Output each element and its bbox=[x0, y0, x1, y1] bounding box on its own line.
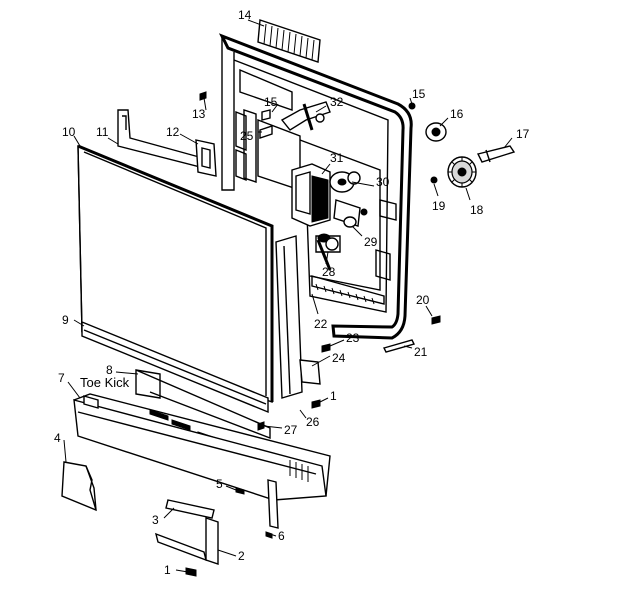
bracket-part-3 bbox=[165, 499, 215, 519]
latch-assembly-part-31 bbox=[291, 163, 331, 227]
callout-5: 5 bbox=[216, 477, 223, 491]
callout-7: 7 bbox=[58, 371, 65, 385]
callout-8-upper: 8 bbox=[106, 363, 113, 377]
callout-10: 10 bbox=[62, 125, 76, 139]
callout-16: 16 bbox=[450, 107, 464, 121]
side-trim-part-24 bbox=[275, 235, 321, 399]
callout-21: 21 bbox=[414, 345, 428, 359]
callout-1-upper: 1 bbox=[330, 389, 337, 403]
dispenser-part-30 bbox=[329, 171, 361, 193]
screw-part-6 bbox=[265, 531, 273, 539]
callout-30: 30 bbox=[376, 175, 390, 189]
screw-part-23 bbox=[321, 343, 331, 353]
callout-28: 28 bbox=[322, 265, 336, 279]
insulation-part-4 bbox=[61, 461, 97, 512]
screw-part-27 bbox=[257, 421, 265, 431]
callout-11: 11 bbox=[96, 125, 109, 139]
callout-12: 12 bbox=[166, 125, 180, 139]
screw-part-19 bbox=[430, 176, 438, 184]
callout-13: 13 bbox=[192, 107, 206, 121]
callout-14: 14 bbox=[238, 8, 252, 22]
screw-part-25 bbox=[259, 125, 273, 139]
callout-3: 3 bbox=[152, 513, 159, 527]
callout-4: 4 bbox=[54, 431, 61, 445]
screw-part-13 bbox=[199, 91, 207, 101]
callout-19: 19 bbox=[432, 199, 446, 213]
callout-18: 18 bbox=[470, 203, 484, 217]
callout-17: 17 bbox=[516, 127, 530, 141]
hinge-bracket-part-12 bbox=[195, 139, 217, 177]
callout-labels: 14 15 16 17 18 19 20 21 32 31 30 29 28 2… bbox=[54, 8, 530, 577]
callout-20: 20 bbox=[416, 293, 430, 307]
toe-kick-panel-part-7 bbox=[73, 393, 331, 529]
callout-26: 26 bbox=[306, 415, 320, 429]
callout-24: 24 bbox=[332, 351, 346, 365]
vent-part-14 bbox=[257, 19, 321, 63]
lever-part-32 bbox=[280, 101, 331, 131]
callout-23: 23 bbox=[346, 331, 360, 345]
knob-part-16 bbox=[425, 122, 447, 142]
callout-31: 31 bbox=[330, 151, 344, 165]
trim-strip-part-9 bbox=[81, 320, 269, 414]
dispenser-part-29 bbox=[333, 199, 368, 228]
callout-1-lower: 1 bbox=[164, 563, 171, 577]
screw-part-20 bbox=[431, 315, 441, 325]
callout-15-left: 15 bbox=[264, 95, 278, 109]
callout-9: 9 bbox=[62, 313, 69, 327]
callout-15-right: 15 bbox=[412, 87, 426, 101]
callout-25: 25 bbox=[240, 129, 254, 143]
actuator-part-28 bbox=[315, 233, 341, 271]
shaft-part-17 bbox=[476, 145, 516, 163]
bracket-part-21 bbox=[382, 339, 416, 353]
clip-part-15-left bbox=[261, 109, 271, 121]
callout-27: 27 bbox=[284, 423, 298, 437]
toe-kick-label: Toe Kick bbox=[80, 375, 130, 390]
screw-part-5 bbox=[235, 487, 245, 495]
callout-29: 29 bbox=[364, 235, 378, 249]
bracket-part-2 bbox=[154, 517, 219, 565]
leader-lines bbox=[63, 19, 513, 573]
callout-2: 2 bbox=[238, 549, 245, 563]
callout-6: 6 bbox=[278, 529, 285, 543]
knob-dial-part-18 bbox=[447, 156, 477, 188]
screw-part-1-upper bbox=[311, 399, 321, 409]
callout-32: 32 bbox=[330, 95, 344, 109]
outer-door-panel-part-10 bbox=[77, 144, 274, 404]
callout-22: 22 bbox=[314, 317, 328, 331]
